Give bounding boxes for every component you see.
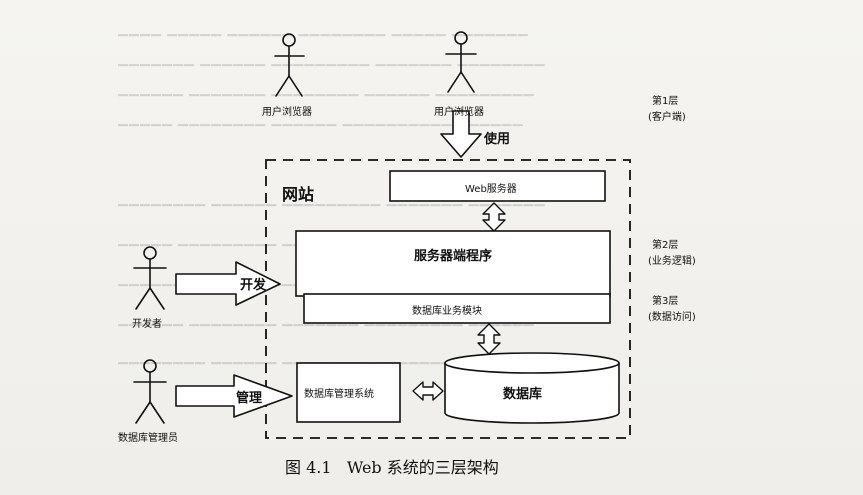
- figure-title: Web 系统的三层架构: [346, 458, 499, 477]
- database-cylinder: [444, 352, 620, 424]
- figure-number: 图 4.1: [285, 458, 332, 477]
- manage-arrow-label: 管理: [236, 391, 263, 406]
- bleed-through-text: ▁▁▁▁▁▁▁ ▁▁▁▁▁▁ ▁▁▁▁▁▁▁▁▁ ▁▁▁▁▁▁▁ ▁▁▁▁▁▁▁…: [118, 52, 546, 67]
- layer3-desc: (数据访问): [648, 312, 696, 323]
- dbms-box: [296, 362, 401, 423]
- web-server-label: Web服务器: [465, 184, 517, 195]
- server-program-label: 服务器端程序: [414, 249, 493, 264]
- actor-browser-1-figure: [274, 33, 305, 97]
- layer2-desc: (业务逻辑): [648, 256, 696, 267]
- web-server-box: [389, 170, 606, 202]
- layer1-desc: (客户端): [648, 112, 686, 123]
- actor-browser-2-figure: [445, 31, 477, 93]
- double-arrow-webserver-program: [482, 202, 506, 232]
- actor-dba-figure: [133, 359, 167, 424]
- bleed-through-text: ▁▁▁▁▁▁▁▁ ▁▁▁▁▁▁ ▁▁▁▁▁▁▁▁ ▁▁▁▁▁▁▁ ▁▁▁▁▁▁▁…: [118, 350, 546, 365]
- website-boundary: [265, 159, 631, 439]
- use-arrow-label: 使用: [484, 132, 511, 147]
- develop-arrow-label: 开发: [240, 278, 267, 293]
- actor-developer-figure: [133, 246, 167, 310]
- bleed-through-text: ▁▁▁▁▁▁ ▁▁▁▁▁▁▁ ▁▁▁▁▁▁▁▁ ▁▁▁▁▁▁ ▁▁▁▁▁▁▁▁▁: [118, 82, 535, 97]
- website-title: 网站: [282, 185, 315, 204]
- figure-caption: 图 4.1 Web 系统的三层架构: [285, 454, 499, 478]
- db-module-label: 数据库业务模块: [412, 306, 482, 317]
- bleed-through-text: ▁▁▁▁ ▁▁▁▁▁ ▁▁▁▁▁▁ ▁▁▁▁▁▁▁▁ ▁▁▁▁▁ ▁▁▁▁▁▁▁: [118, 22, 529, 37]
- use-arrow: [440, 110, 482, 158]
- layer3-name: 第3层: [652, 296, 679, 307]
- layer2-name: 第2层: [652, 240, 679, 251]
- dbms-label: 数据库管理系统: [304, 389, 374, 400]
- bleed-through-text: ▁▁▁▁▁ ▁▁▁▁▁▁▁▁ ▁▁▁▁▁▁ ▁▁▁▁▁▁▁▁▁▁ ▁▁▁▁▁▁: [118, 112, 524, 127]
- layer1-name: 第1层: [652, 96, 679, 107]
- double-arrow-dbms-database: [412, 381, 444, 401]
- actor-dba-label: 数据库管理员: [118, 433, 178, 444]
- manage-arrow: [175, 374, 293, 418]
- database-label: 数据库: [503, 387, 543, 402]
- db-module-box: [303, 293, 611, 324]
- actor-browser-2-label: 用户浏览器: [434, 107, 484, 118]
- actor-browser-1-label: 用户浏览器: [262, 107, 312, 118]
- double-arrow-module-database: [477, 323, 501, 355]
- actor-developer-label: 开发者: [132, 319, 162, 330]
- develop-arrow: [175, 261, 281, 306]
